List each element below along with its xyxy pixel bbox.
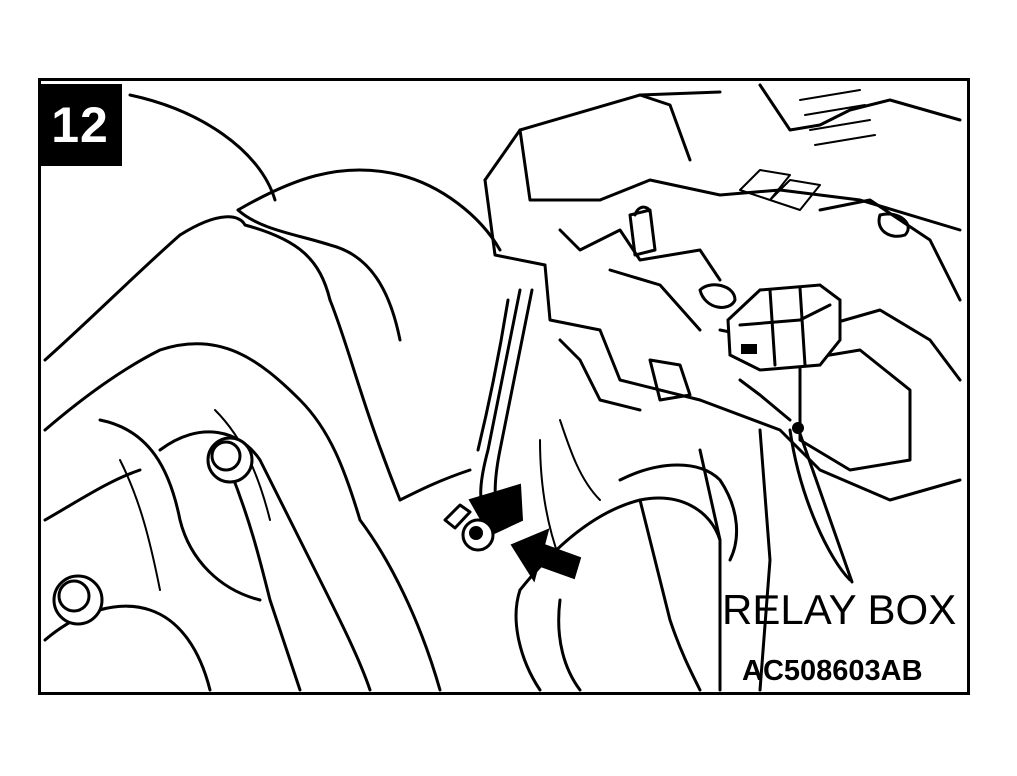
- ground-terminal: [443, 483, 524, 552]
- bolt-upper: [206, 436, 254, 484]
- arrow-icon: [510, 528, 582, 583]
- relay-box: [483, 83, 962, 692]
- connector: [726, 283, 842, 372]
- illustration-frame: [38, 78, 970, 695]
- bolt-lower: [52, 574, 104, 626]
- figure-code: AC508603AB: [742, 655, 923, 687]
- body-panel: [43, 93, 502, 692]
- relay-box-label: RELAY BOX: [722, 586, 957, 633]
- relay-box-leader-line: [792, 422, 854, 584]
- step-number-badge: 12: [38, 84, 122, 166]
